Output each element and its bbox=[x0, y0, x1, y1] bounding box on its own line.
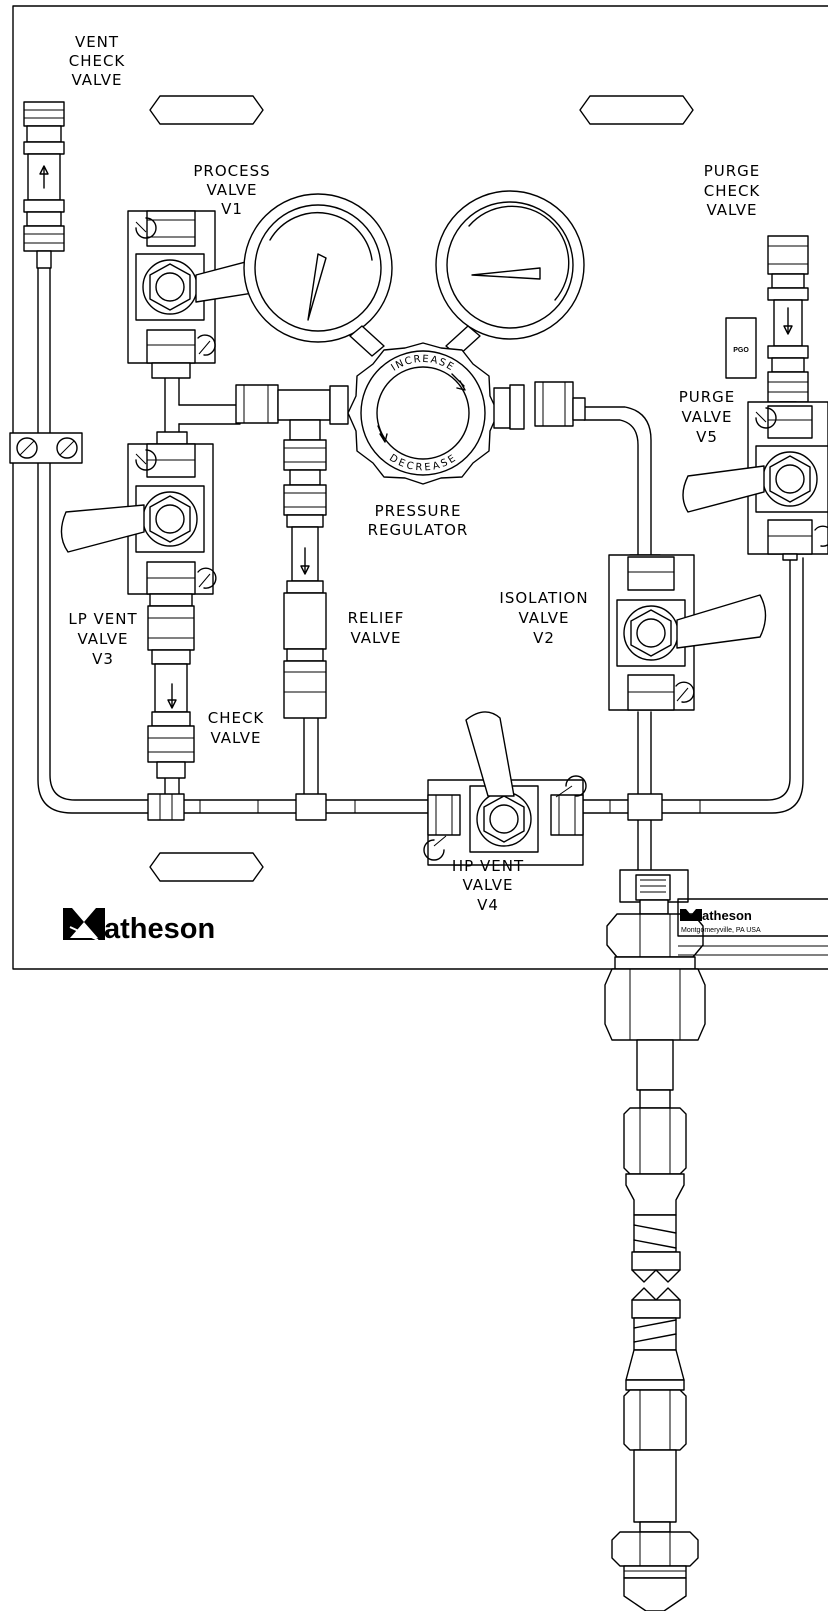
svg-text:CHECK: CHECK bbox=[208, 709, 265, 727]
lp-vent-valve-v3 bbox=[60, 431, 217, 595]
vent-check-valve bbox=[23, 101, 65, 269]
label-isolation-valve: ISOLATION VALVE V2 bbox=[499, 589, 588, 647]
svg-text:VENT: VENT bbox=[75, 33, 119, 51]
relief-valve bbox=[283, 439, 327, 719]
svg-text:PROCESS: PROCESS bbox=[193, 162, 270, 180]
pressure-regulator: INCREASE DECREASE bbox=[347, 342, 499, 485]
svg-text:V1: V1 bbox=[221, 200, 243, 218]
svg-text:RELIEF: RELIEF bbox=[348, 609, 405, 627]
lp-check-valve bbox=[147, 593, 195, 779]
mounting-slot bbox=[149, 95, 264, 125]
svg-text:VALVE: VALVE bbox=[71, 71, 122, 89]
purge-valve-v5 bbox=[682, 401, 828, 561]
nameplate-brand-text: atheson bbox=[702, 908, 752, 923]
svg-text:VALVE: VALVE bbox=[462, 876, 513, 894]
nameplate: atheson Montgomeryville, PA USA bbox=[677, 898, 828, 956]
label-hp-vent-valve: HP VENT VALVE V4 bbox=[452, 857, 524, 914]
svg-text:HP VENT: HP VENT bbox=[452, 857, 524, 875]
purge-check-valve bbox=[767, 235, 809, 413]
label-check-valve: CHECK VALVE bbox=[208, 709, 265, 747]
tube-clamp bbox=[9, 432, 83, 464]
nameplate-location: Montgomeryville, PA USA bbox=[681, 927, 761, 934]
label-purge-check-valve: PURGE CHECK VALVE bbox=[704, 162, 761, 219]
svg-text:VALVE: VALVE bbox=[518, 609, 569, 627]
label-pressure-regulator: PRESSURE REGULATOR bbox=[368, 502, 469, 539]
svg-text:PURGE: PURGE bbox=[679, 388, 736, 406]
svg-text:VALVE: VALVE bbox=[77, 630, 128, 648]
process-valve-v1 bbox=[127, 210, 280, 379]
mounting-slot bbox=[579, 95, 694, 125]
label-lp-vent-valve: LP VENT VALVE V3 bbox=[68, 610, 137, 668]
nameplate-logo-mark bbox=[680, 909, 702, 921]
svg-text:VALVE: VALVE bbox=[206, 181, 257, 199]
outlet-pressure-gauge bbox=[435, 190, 585, 357]
label-relief-valve: RELIEF VALVE bbox=[348, 609, 405, 647]
svg-text:V2: V2 bbox=[533, 629, 555, 647]
regulator-outlet-fittings bbox=[493, 381, 586, 430]
label-purge-valve: PURGE VALVE V5 bbox=[679, 388, 736, 446]
hp-vent-valve-v4 bbox=[423, 711, 587, 866]
svg-text:CHECK: CHECK bbox=[704, 182, 761, 200]
label-process-valve: PROCESS VALVE V1 bbox=[193, 162, 270, 218]
svg-text:PURGE: PURGE bbox=[704, 162, 761, 180]
svg-text:ISOLATION: ISOLATION bbox=[499, 589, 588, 607]
svg-text:VALVE: VALVE bbox=[210, 729, 261, 747]
matheson-logo-text: atheson bbox=[104, 913, 215, 945]
panel-border bbox=[12, 5, 828, 970]
mounting-slot bbox=[149, 852, 264, 882]
svg-text:REGULATOR: REGULATOR bbox=[368, 521, 469, 539]
pigtail-hose-assembly bbox=[604, 913, 706, 1611]
svg-text:VALVE: VALVE bbox=[706, 201, 757, 219]
svg-text:PRESSURE: PRESSURE bbox=[375, 502, 462, 520]
inlet-pressure-gauge bbox=[243, 193, 393, 357]
label-vent-check-valve: VENT CHECK VALVE bbox=[69, 33, 126, 89]
svg-text:VALVE: VALVE bbox=[681, 408, 732, 426]
svg-text:V3: V3 bbox=[92, 650, 114, 668]
svg-text:LP VENT: LP VENT bbox=[68, 610, 137, 628]
gauge-tag-box bbox=[725, 317, 757, 379]
isolation-valve-v2 bbox=[608, 554, 767, 711]
svg-text:V4: V4 bbox=[477, 896, 499, 914]
regulator-inlet-fittings bbox=[235, 384, 349, 441]
tubing bbox=[37, 267, 804, 871]
svg-text:CHECK: CHECK bbox=[69, 52, 126, 70]
matheson-logo: atheson bbox=[63, 908, 215, 945]
outlet-connection bbox=[619, 869, 689, 915]
gauge-tag-label: PGO bbox=[733, 347, 749, 354]
svg-text:VALVE: VALVE bbox=[350, 629, 401, 647]
svg-text:V5: V5 bbox=[696, 428, 718, 446]
